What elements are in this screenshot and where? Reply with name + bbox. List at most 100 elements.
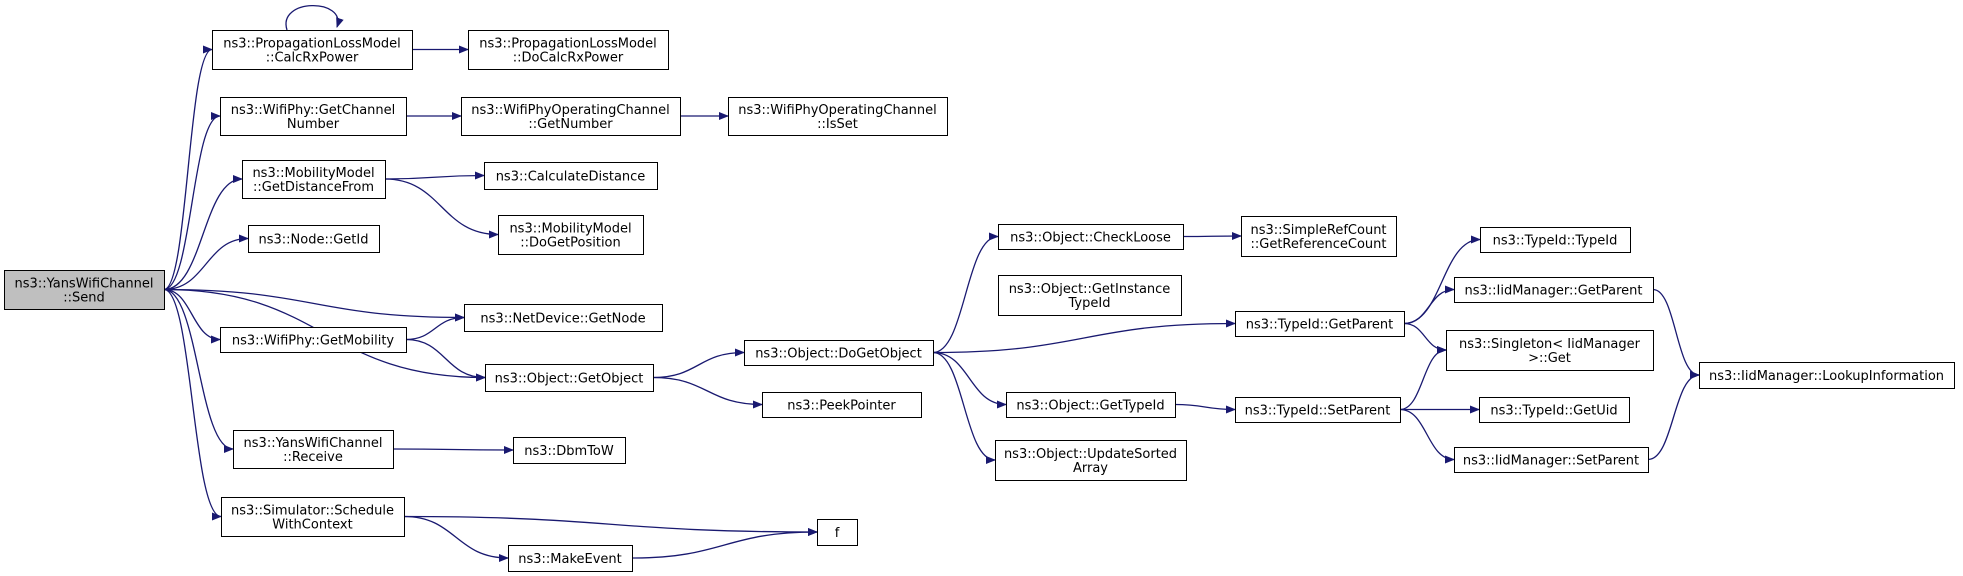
node-label: ::Receive (283, 450, 343, 465)
node-singleton-get[interactable]: ns3::Singleton< IidManager>::Get (1446, 330, 1654, 371)
node-box (1479, 397, 1630, 423)
node-box (1454, 447, 1649, 473)
node-iid-setparent[interactable]: ns3::IidManager::SetParent (1454, 447, 1649, 473)
edge-path (403, 515, 509, 562)
node-getobject[interactable]: ns3::Object::GetObject (485, 364, 654, 392)
edge-path (384, 171, 485, 180)
edge-path (932, 351, 1007, 409)
node-opch-getnum[interactable]: ns3::WifiPhyOperatingChannel::GetNumber (461, 97, 681, 136)
edge-path (384, 178, 499, 239)
node-label: ns3::WifiPhy::GetMobility (232, 334, 395, 349)
node-label: ns3::Node::GetId (259, 233, 369, 248)
node-typeid-setparent[interactable]: ns3::TypeId::SetParent (1235, 397, 1401, 423)
edge-getdist-to-dogetpos (384, 178, 499, 239)
node-docalcrx[interactable]: ns3::PropagationLossModel::DoCalcRxPower (468, 30, 669, 70)
node-getrefcount[interactable]: ns3::SimpleRefCount::GetReferenceCount (1241, 216, 1397, 257)
node-typeid-getparent[interactable]: ns3::TypeId::GetParent (1235, 311, 1405, 337)
edge-getobjtypeid-to-typeid-setparent (1174, 403, 1236, 414)
edge-path (1403, 322, 1447, 354)
node-box (817, 519, 858, 546)
node-receive[interactable]: ns3::YansWifiChannel::Receive (233, 430, 394, 469)
node-peekpointer[interactable]: ns3::PeekPointer (762, 392, 922, 418)
node-opch-isset[interactable]: ns3::WifiPhyOperatingChannel::IsSet (728, 97, 948, 136)
edge-path (1399, 346, 1447, 411)
node-box (1235, 397, 1401, 423)
node-iid-getparent[interactable]: ns3::IidManager::GetParent (1454, 277, 1654, 303)
edge-path (405, 313, 465, 341)
edge-send-to-schedctx (163, 288, 222, 521)
node-calcrx[interactable]: ns3::PropagationLossModel::CalcRxPower (212, 30, 413, 70)
edge-path (163, 234, 249, 291)
edge-path (163, 45, 213, 291)
node-label: TypeId (1068, 296, 1111, 311)
node-calcdist[interactable]: ns3::CalculateDistance (484, 162, 658, 190)
edge-path (1652, 288, 1700, 379)
node-label: ns3::YansWifiChannel (244, 436, 383, 451)
node-dogetpos[interactable]: ns3::MobilityModel::DoGetPosition (498, 215, 644, 255)
edge-dogetobject-to-checkloose (932, 232, 999, 354)
node-typeid-getuid[interactable]: ns3::TypeId::GetUid (1479, 397, 1630, 423)
edge-path (405, 338, 486, 382)
node-getobjtypeid[interactable]: ns3::Object::GetTypeId (1006, 392, 1176, 418)
node-f[interactable]: f (817, 519, 858, 546)
node-label: ::Send (63, 291, 105, 306)
node-label: ns3::TypeId::TypeId (1493, 234, 1618, 249)
edge-iid-getparent-to-iid-lookup (1652, 288, 1700, 379)
node-label: ns3::Object::CheckLoose (1010, 231, 1171, 246)
edge-path (1647, 371, 1700, 461)
node-label: ns3::Object::DoGetObject (755, 347, 922, 362)
node-box (728, 97, 948, 136)
node-box (242, 160, 386, 199)
node-label: ns3::WifiPhyOperatingChannel (471, 103, 670, 118)
node-dbmtow[interactable]: ns3::DbmToW (513, 437, 626, 464)
edge-dogetobject-to-getobjtypeid (932, 351, 1007, 409)
node-iid-lookup[interactable]: ns3::IidManager::LookupInformation (1699, 362, 1955, 389)
node-makeevent[interactable]: ns3::MakeEvent (508, 545, 633, 572)
node-label: ns3::WifiPhy::GetChannel (231, 103, 396, 118)
edge-path (1403, 285, 1455, 325)
node-label: Array (1073, 461, 1108, 476)
edge-path (163, 288, 234, 453)
edge-send-to-getdist (163, 175, 243, 291)
edge-path (1399, 408, 1455, 464)
edge-getmobility-to-getobject (405, 338, 486, 382)
node-box (508, 545, 633, 572)
node-label: ns3::DbmToW (524, 444, 614, 459)
node-typeid-typeid[interactable]: ns3::TypeId::TypeId (1480, 227, 1631, 253)
node-label: ns3::PropagationLossModel (223, 37, 401, 52)
node-getdist[interactable]: ns3::MobilityModel::GetDistanceFrom (242, 160, 386, 199)
node-box (1241, 216, 1397, 257)
edge-path (1182, 232, 1242, 241)
edge-path (403, 515, 818, 536)
node-netdev-getnode[interactable]: ns3::NetDevice::GetNode (464, 304, 663, 332)
node-label: ns3::TypeId::SetParent (1245, 404, 1391, 419)
node-checkloose[interactable]: ns3::Object::CheckLoose (998, 224, 1184, 250)
edge-getdist-to-calcdist (384, 171, 485, 180)
node-label: ns3::PropagationLossModel (479, 37, 657, 52)
node-label: ns3::MobilityModel (509, 222, 631, 237)
node-box (464, 304, 663, 332)
node-nodegetid[interactable]: ns3::Node::GetId (248, 225, 380, 253)
edge-path (932, 319, 1236, 354)
edge-typeid-setparent-to-singleton-get (1399, 346, 1447, 411)
node-send[interactable]: ns3::YansWifiChannel::Send (4, 270, 165, 310)
node-box (498, 215, 644, 255)
node-label: ns3::IidManager::SetParent (1463, 454, 1639, 469)
node-label: >::Get (1528, 351, 1571, 366)
node-label: ns3::TypeId::GetParent (1246, 318, 1394, 333)
node-label: WithContext (272, 518, 352, 533)
node-box (484, 162, 658, 190)
node-label: ns3::WifiPhyOperatingChannel (738, 103, 937, 118)
node-label: ::GetDistanceFrom (253, 180, 374, 195)
node-label: ns3::MakeEvent (518, 552, 622, 567)
edge-iid-setparent-to-iid-lookup (1647, 371, 1700, 461)
node-label: ns3::CalculateDistance (496, 170, 646, 185)
node-dogetobject[interactable]: ns3::Object::DoGetObject (744, 340, 934, 366)
edge-path (163, 112, 221, 291)
node-label: ns3::IidManager::GetParent (1464, 284, 1642, 299)
node-getmobility[interactable]: ns3::WifiPhy::GetMobility (220, 327, 407, 353)
